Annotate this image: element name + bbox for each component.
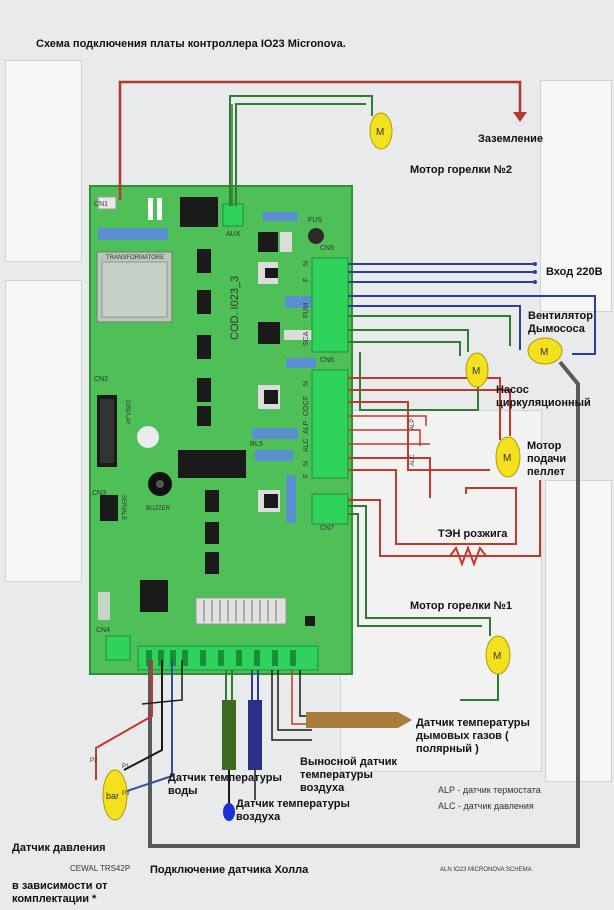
pressure-model-label: CEWAL TRS42P bbox=[70, 864, 131, 873]
ground-symbol bbox=[513, 112, 527, 122]
air-sensor-label: Датчик температуры воздуха bbox=[236, 798, 350, 823]
wire-label-p2: P2 bbox=[90, 758, 98, 764]
alp-legend: ALP - датчик термостата bbox=[438, 785, 541, 795]
terminal-left bbox=[105, 635, 131, 661]
terminal-cn6 bbox=[311, 369, 349, 479]
pin-label-10: N bbox=[303, 461, 310, 466]
wire-label-p1: P1 bbox=[122, 764, 130, 770]
pin-label-11: F bbox=[303, 474, 310, 478]
pin-label-2: F bbox=[303, 278, 310, 282]
ground-label: Заземление bbox=[478, 133, 544, 145]
ground-wire bbox=[118, 80, 522, 200]
board-cn-label-5: CN5 bbox=[320, 245, 334, 252]
memory-strip bbox=[195, 597, 287, 625]
board-fuse-label: FUS bbox=[308, 217, 322, 224]
serial-connector bbox=[100, 495, 118, 521]
feed-motor: M bbox=[495, 436, 521, 478]
motor-2: M bbox=[369, 112, 393, 150]
board-seriale-label: SERIALE bbox=[120, 495, 126, 520]
wire-label-alc: ALC bbox=[410, 454, 416, 466]
page-title: Схема подключения платы контроллера IO23… bbox=[36, 38, 346, 50]
motor-1-label: Мотор горелки №1 bbox=[410, 600, 513, 612]
board-transformer-label: TRANSFORMATORE bbox=[106, 255, 164, 261]
pressure-sensor-symbol: bar bbox=[106, 791, 119, 801]
board-cn-label-4: CN4 bbox=[96, 627, 110, 634]
pin-label-3: FUM bbox=[303, 303, 310, 318]
pump-motor: M bbox=[465, 352, 489, 388]
board-display-label: DISPLAY bbox=[124, 400, 130, 425]
pump-label: Насос циркуляционный bbox=[496, 384, 591, 409]
pump-motor-symbol: M bbox=[472, 366, 480, 377]
board-cn-label-1: CN1 bbox=[94, 201, 108, 208]
pin-label-9: ALC bbox=[303, 438, 310, 452]
background-panel-left bbox=[5, 60, 82, 262]
motor-1-symbol: M bbox=[493, 651, 501, 662]
board-cn-label-7: CN7 bbox=[320, 525, 334, 532]
relay-rl5 bbox=[178, 450, 246, 478]
fuse bbox=[308, 228, 324, 244]
feed-motor-symbol: M bbox=[503, 453, 511, 464]
wire-label-p3: P3 bbox=[122, 791, 130, 797]
heater-element bbox=[449, 545, 487, 567]
feed-motor-label: Мотор подачи пеллет bbox=[527, 440, 567, 478]
pressure-sensor: bar bbox=[102, 769, 128, 821]
depends-label: в зависимости от комплектации * bbox=[12, 880, 108, 905]
pressure-sensor-label: Датчик давления bbox=[12, 842, 106, 854]
board-aux-label: AUX bbox=[226, 231, 241, 238]
board-cn-label-2: CN2 bbox=[94, 376, 108, 383]
alc-legend: ALC - датчик давления bbox=[438, 801, 534, 811]
terminal-bottom bbox=[137, 645, 319, 671]
aux-terminal bbox=[222, 203, 244, 227]
motor-2-label: Мотор горелки №2 bbox=[410, 164, 513, 176]
input-220-label: Вход 220В bbox=[546, 266, 603, 278]
board-buzzer-label: BUZZER bbox=[146, 506, 171, 512]
motor-1: M bbox=[485, 635, 511, 675]
board-cn-label-6: CN6 bbox=[320, 357, 334, 364]
terminal-cn7 bbox=[311, 493, 349, 525]
footnote: ALN IO23 MICRONOVA SCHEMA bbox=[440, 867, 532, 873]
pin-label-7: COC bbox=[303, 400, 310, 416]
fan-label: Вентилятор Дымососа bbox=[528, 310, 593, 335]
hall-sensor-label: Подключение датчика Холла bbox=[150, 864, 309, 876]
water-sensor-probe bbox=[222, 700, 236, 770]
board-relay-label: RL5 bbox=[250, 441, 263, 448]
flue-sensor-label: Датчик температуры дымовых газов ( поляр… bbox=[416, 717, 530, 755]
motor-2-symbol: M bbox=[376, 127, 384, 138]
pin-label-8: ALP bbox=[303, 420, 310, 434]
pin-label-1: N bbox=[303, 261, 310, 266]
background-panel-right bbox=[540, 80, 612, 312]
background-panel-left-lower bbox=[5, 280, 82, 582]
wire-label-alp: ALP bbox=[410, 419, 416, 430]
water-sensor-label: Датчик температуры воды bbox=[168, 772, 282, 797]
pin-label-6: F bbox=[303, 396, 310, 400]
air-sensor-probe bbox=[248, 700, 262, 770]
heater-label: ТЭН розжига bbox=[438, 528, 508, 540]
flue-gas-sensor bbox=[306, 712, 398, 728]
board-cn-label-3: CN3 bbox=[92, 490, 106, 497]
terminal-cn5 bbox=[311, 257, 349, 353]
pin-label-5: N bbox=[303, 381, 310, 386]
board-id: COD. I023_3 bbox=[229, 276, 241, 340]
pin-label-4: SCA bbox=[303, 331, 310, 346]
fan-motor: M bbox=[527, 337, 563, 365]
fan-motor-symbol: M bbox=[540, 347, 548, 358]
remote-air-sensor-label: Выносной датчик температуры воздуха bbox=[300, 756, 397, 794]
